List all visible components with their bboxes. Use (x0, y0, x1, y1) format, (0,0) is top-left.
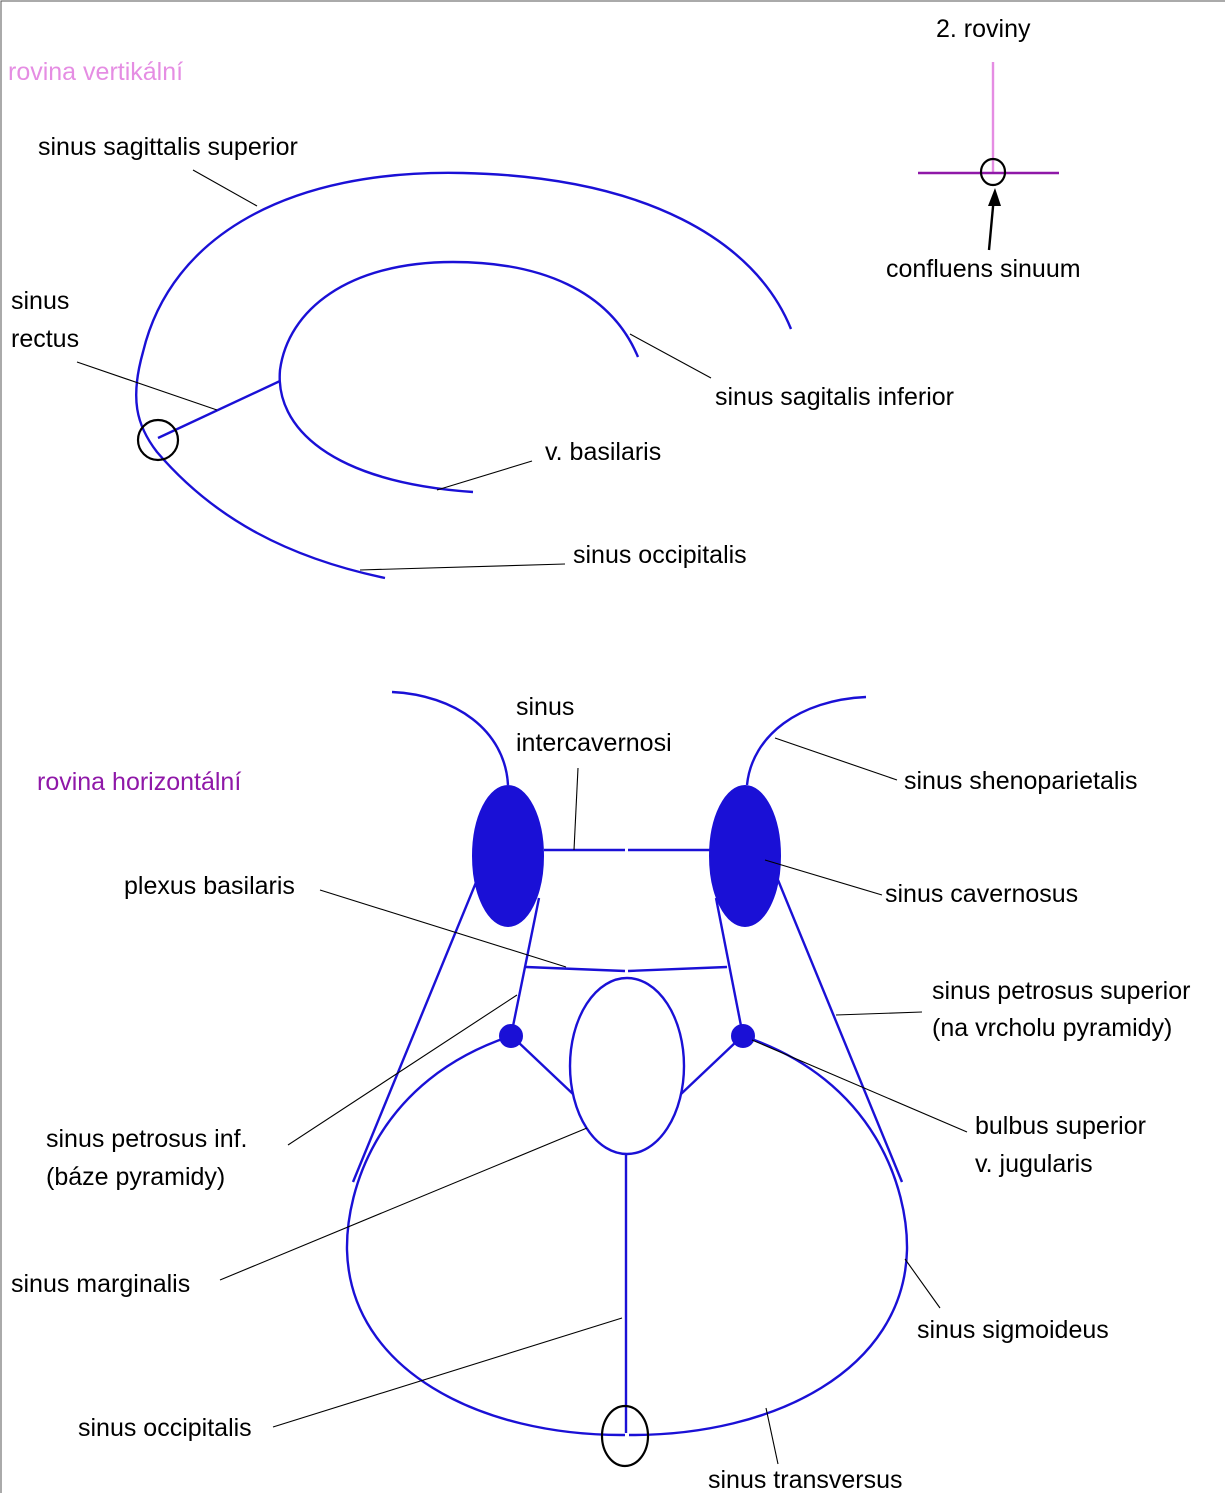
rectus-label-line2: rectus (11, 325, 79, 353)
confluens-arrowhead-icon (988, 188, 1001, 206)
sagitalis-inferior-label: sinus sagitalis inferior (715, 383, 954, 411)
marginalis-label: sinus marginalis (11, 1270, 190, 1298)
petrosus-inferior-label-line2: (báze pyramidy) (46, 1163, 225, 1191)
bulbus-label-line2: v. jugularis (975, 1150, 1093, 1178)
sinus-cavernosus-left-shape (473, 786, 543, 926)
sinus-cavernosus-right-shape (710, 786, 780, 926)
basilaris-leader (437, 461, 532, 490)
sinus-sagittalis-superior-vessel (136, 173, 791, 578)
transversus-label: sinus transversus (708, 1466, 903, 1493)
sphenoparietalis-label: sinus shenoparietalis (904, 767, 1137, 795)
bulbus-right-shape (732, 1025, 754, 1047)
basilaris-label: v. basilaris (545, 438, 661, 466)
intercavernosi-label-line1: sinus (516, 693, 574, 721)
sigmoideus-leader (905, 1259, 940, 1308)
sinus-petrosus-superior-left-vessel (353, 880, 477, 1182)
petrosus-inferior-leader (288, 995, 517, 1145)
sagittalis-superior-leader (193, 170, 257, 206)
horizontal-occipitalis-leader (273, 1318, 622, 1427)
petrosus-superior-leader (836, 1012, 922, 1015)
sphenoparietalis-leader (775, 738, 897, 780)
planes-icon: 2. roviny confluens sinuum (886, 15, 1081, 283)
confluens-label: confluens sinuum (886, 255, 1081, 283)
petrosus-superior-label-line1: sinus petrosus superior (932, 977, 1190, 1005)
sigmoideus-label: sinus sigmoideus (917, 1316, 1109, 1344)
transversus-leader (766, 1408, 778, 1464)
sinus-sphenoparietalis-left-vessel (392, 692, 508, 785)
sagittal-view: rovina vertikální sinus sagittalis super… (8, 58, 954, 578)
bulbus-leader (752, 1040, 967, 1132)
plexus-basilaris-label: plexus basilaris (124, 872, 295, 900)
horizontal-occipitalis-label: sinus occipitalis (78, 1414, 252, 1442)
planes-title: 2. roviny (936, 15, 1031, 43)
sagittalis-superior-label: sinus sagittalis superior (38, 133, 298, 161)
intercavernosi-label-line2: intercavernosi (516, 729, 672, 757)
occipitalis-leader (360, 564, 565, 570)
rectus-leader (77, 362, 217, 410)
sinus-sphenoparietalis-right-vessel (747, 697, 866, 785)
marginal-connection-right-vessel (681, 1041, 737, 1094)
sagittal-occipitalis-label: sinus occipitalis (573, 541, 747, 569)
marginalis-leader (220, 1128, 587, 1280)
vertical-plane-label: rovina vertikální (8, 58, 183, 86)
cavernosus-label: sinus cavernosus (885, 880, 1078, 908)
bulbus-left-shape (500, 1025, 522, 1047)
marginal-connection-left-vessel (517, 1041, 573, 1094)
petrosus-superior-label-line2: (na vrcholu pyramidy) (932, 1014, 1172, 1042)
sinus-petrosus-superior-right-vessel (778, 880, 902, 1182)
sagitalis-inferior-leader (630, 334, 711, 378)
rectus-label-line1: sinus (11, 287, 69, 315)
sinus-marginalis-vessel (570, 978, 684, 1154)
plexus-basilaris-right-vessel (628, 967, 727, 971)
horizontal-view: rovina horizontální (11, 692, 1190, 1493)
sinus-transversus-right-vessel (629, 1036, 907, 1435)
sinus-rectus-vessel (158, 381, 280, 438)
plexus-basilaris-left-vessel (526, 967, 625, 971)
petrosus-inferior-label-line1: sinus petrosus inf. (46, 1125, 248, 1153)
bulbus-label-line1: bulbus superior (975, 1112, 1146, 1140)
horizontal-plane-label: rovina horizontální (37, 768, 241, 796)
intercavernosi-leader (574, 768, 578, 850)
